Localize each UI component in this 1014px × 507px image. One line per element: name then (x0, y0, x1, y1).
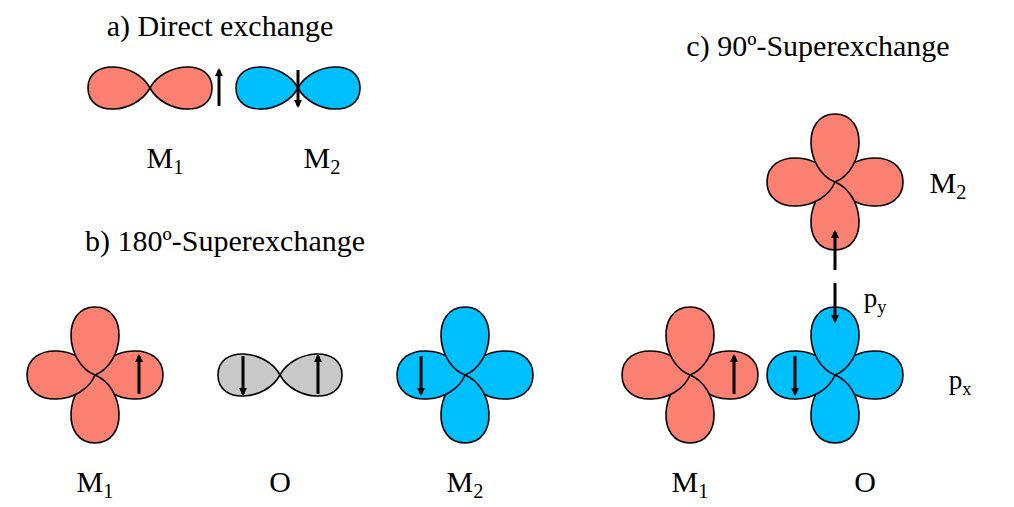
panel-title: c) 90º-Superexchange (686, 31, 949, 61)
atom-label: M2 (930, 168, 967, 198)
symbol-base: p (864, 283, 878, 313)
symbol-subscript: y (877, 296, 886, 316)
spin-up-arrow (733, 356, 736, 394)
atom-label: M2 (447, 467, 484, 497)
m1-orbital-c (622, 307, 758, 443)
spin-up-arrow (317, 356, 320, 394)
orbital-label: px (949, 367, 972, 394)
spin-down-arrow (420, 356, 423, 394)
symbol-subscript: 2 (330, 156, 340, 178)
spin-down-arrow (242, 356, 245, 394)
symbol-base: M (672, 465, 699, 498)
o-orbital-c (767, 307, 903, 443)
symbol-subscript: 1 (173, 156, 183, 178)
symbol-base: M (930, 166, 957, 199)
spin-down-arrow (297, 70, 300, 106)
panel-title: b) 180º-Superexchange (85, 226, 365, 256)
symbol-subscript: 2 (473, 480, 483, 502)
symbol-subscript: 2 (956, 181, 966, 203)
spin-down-arrow (834, 283, 837, 321)
spin-down-arrow (794, 356, 797, 394)
symbol-base: M (77, 465, 104, 498)
m1-orbital-b (27, 307, 163, 443)
o-orbital-b (218, 354, 342, 396)
atom-label: M1 (77, 467, 114, 497)
symbol-base: p (949, 365, 963, 395)
atom-label: M1 (147, 143, 184, 173)
spin-up-arrow (138, 356, 141, 394)
atom-label: M2 (304, 143, 341, 173)
symbol-base: M (447, 465, 474, 498)
spin-up-arrow (218, 70, 221, 106)
symbol-subscript: 1 (698, 480, 708, 502)
m2-orbital-b (397, 307, 533, 443)
atom-label: O (269, 467, 291, 497)
symbol-subscript: 1 (103, 480, 113, 502)
spin-up-arrow (834, 232, 837, 270)
atom-label: O (854, 467, 876, 497)
orbital-label: py (864, 285, 887, 312)
m1-orbital-a (88, 67, 212, 109)
m2-orbital-c (767, 114, 903, 250)
panel-title: a) Direct exchange (107, 11, 334, 41)
symbol-base: M (147, 141, 174, 174)
m2-orbital-a (236, 67, 360, 109)
symbol-base: M (304, 141, 331, 174)
symbol-subscript: x (962, 378, 971, 398)
atom-label: M1 (672, 467, 709, 497)
